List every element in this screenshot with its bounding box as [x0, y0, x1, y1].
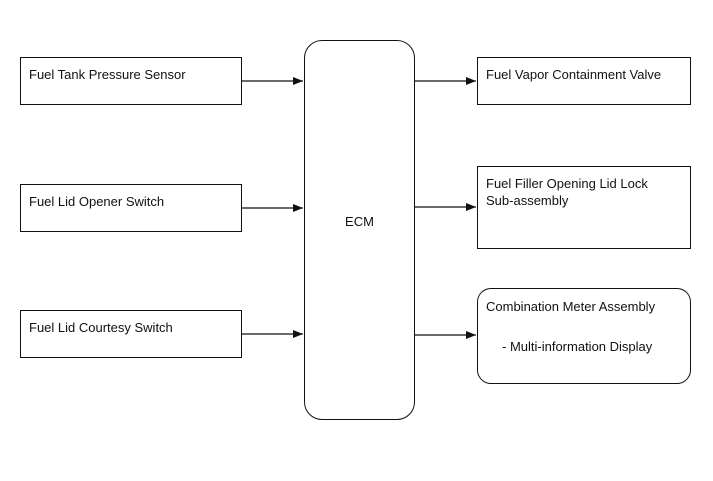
output-label: Combination Meter Assembly [486, 299, 656, 314]
output-sublabel: - Multi-information Display [502, 339, 653, 354]
input-label: Fuel Lid Opener Switch [29, 194, 165, 209]
output-box-fuel-filler-lid-lock: Fuel Filler Opening Lid Lock Sub-assembl… [477, 166, 691, 249]
output-box-fuel-vapor-containment-valve: Fuel Vapor Containment Valve [477, 57, 691, 105]
input-box-fuel-lid-opener-switch: Fuel Lid Opener Switch [20, 184, 242, 232]
ecm-label: ECM [345, 214, 374, 229]
ecm-block: ECM [304, 40, 415, 420]
output-label: Fuel Vapor Containment Valve [486, 67, 662, 82]
input-box-fuel-tank-pressure-sensor: Fuel Tank Pressure Sensor [20, 57, 242, 105]
output-box-combination-meter: Combination Meter Assembly - Multi-infor… [477, 288, 691, 384]
input-box-fuel-lid-courtesy-switch: Fuel Lid Courtesy Switch [20, 310, 242, 358]
input-label: Fuel Tank Pressure Sensor [29, 67, 186, 82]
output-label: Fuel Filler Opening Lid Lock Sub-assembl… [486, 176, 648, 208]
input-label: Fuel Lid Courtesy Switch [29, 320, 173, 335]
